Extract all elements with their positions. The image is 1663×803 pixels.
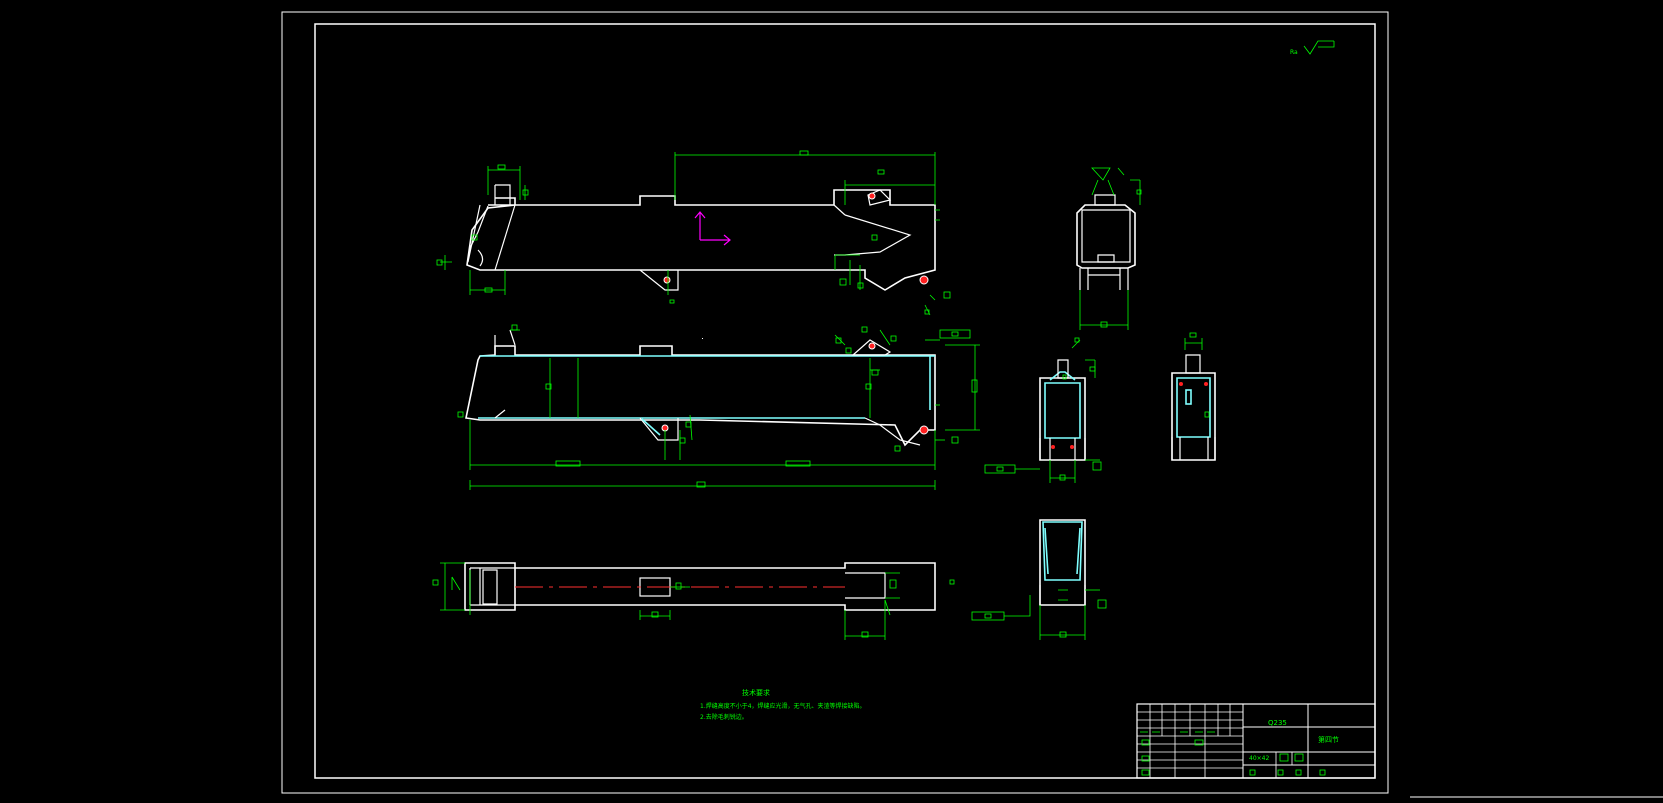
title-block: Q235 第四节 40×42	[1136, 703, 1376, 779]
section-view	[457, 324, 980, 490]
surface-finish-symbol: Ra	[1290, 40, 1335, 56]
center-mark	[702, 338, 703, 339]
tech-heading: 技术要求	[742, 688, 770, 697]
material-code: Q235	[1268, 719, 1287, 727]
section-b	[1171, 332, 1216, 461]
section-a	[984, 337, 1102, 483]
outer-border	[281, 11, 1389, 794]
surface-finish-note: Ra	[1290, 49, 1298, 56]
technical-requirements: 技术要求 1.焊缝高度不小于4，焊缝应光滑，无气孔、夹渣等焊接缺陷。 2.去除毛…	[700, 688, 866, 721]
front-view	[436, 150, 951, 316]
inner-border	[314, 23, 1376, 779]
tech-line-1: 1.焊缝高度不小于4，焊缝应光滑，无气孔、夹渣等焊接缺陷。	[700, 702, 866, 710]
part-name: 第四节	[1318, 735, 1339, 744]
side-view-end	[1076, 167, 1142, 330]
section-c	[971, 519, 1107, 640]
scale-text: 40×42	[1249, 755, 1269, 762]
coordinate-axis	[694, 211, 731, 246]
top-view	[432, 562, 955, 640]
tech-line-2: 2.去除毛刺锐边。	[700, 713, 748, 721]
